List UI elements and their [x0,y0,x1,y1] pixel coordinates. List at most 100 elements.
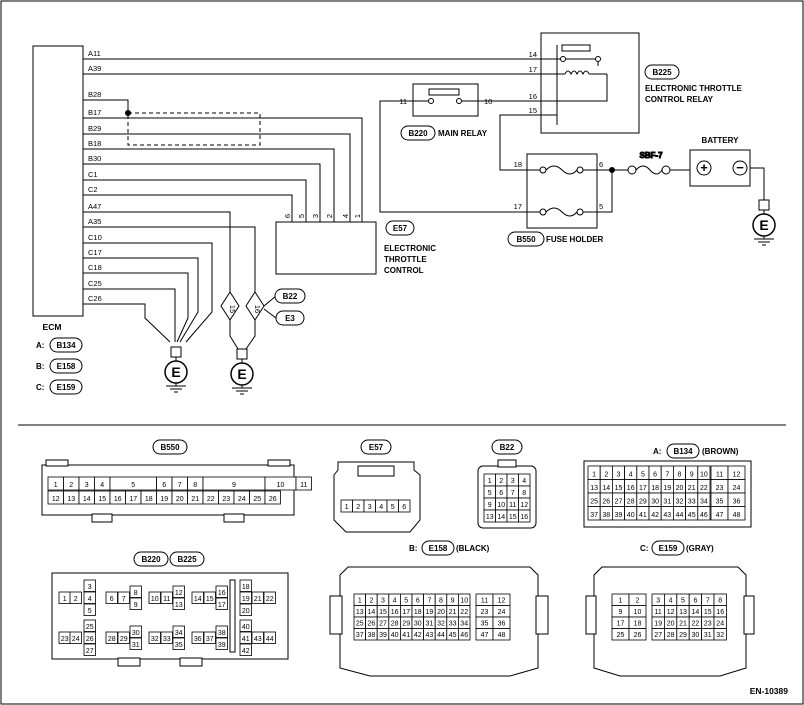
view-b225-code: B225 [177,555,197,564]
e57-pin-1: 1 [353,214,362,218]
view-relay-pin-14: 14 [194,596,202,603]
view-b22-pin-3: 3 [511,478,515,485]
view-e158-pin-33: 33 [449,621,457,628]
view-e158-code: E158 [429,544,448,553]
view-relay-pin-5: 5 [88,608,92,615]
view-e159-code-oval [651,540,685,556]
view-e158-pin-10: 10 [460,598,468,605]
view-e159-pin-10: 10 [634,609,642,616]
view-e158-pin-48: 48 [498,632,506,639]
view-relay-pin-12: 12 [175,590,183,597]
view-relay-pin-26: 26 [86,636,94,643]
view-relay-pin-43: 43 [254,636,262,643]
view-e159-pin-14: 14 [692,609,700,616]
view-relay-cell-8 [129,585,142,598]
view-b134-pin-5: 5 [641,472,645,479]
view-relay-divider [229,579,236,653]
fuse-sbf7: SBF-7 [627,151,671,175]
view-e158-pin-15: 15 [379,609,387,616]
view-b550-pin-21: 21 [191,496,199,503]
ecm-connector-B134: B134 [56,341,76,350]
view-b550-latch-r [267,459,291,467]
view-b134-pin-4: 4 [629,472,633,479]
view-relay-pin-18: 18 [242,584,250,591]
view-b134-pin-47: 47 [716,512,724,519]
view-b134-pin-33: 33 [688,499,696,506]
view-relay-pin-10: 10 [151,596,159,603]
view-b134-pin-26: 26 [602,499,610,506]
view-b550-pin-20: 20 [176,496,184,503]
view-e159-pin-13: 13 [679,609,687,616]
ecm-pin-A11: A11 [88,49,101,58]
view-relay-cell-10 [148,591,161,604]
view-relay-pin-31: 31 [132,642,140,649]
view-e158-pin-40: 40 [391,632,399,639]
view-relay-cell-43 [251,631,264,644]
view-e159-pin-20: 20 [667,621,675,628]
view-b22-pin-11: 11 [509,502,516,509]
view-e158-pin-4: 4 [393,598,397,605]
view-b134-pin-17: 17 [639,485,647,492]
view-b134-pin-35: 35 [716,499,724,506]
view-relay-cell-13 [172,597,185,610]
view-relay-pin-11: 11 [163,596,170,603]
view-b550-cell-11 [295,476,312,491]
view-relay-pin-17: 17 [218,602,226,609]
e57-label-1: ELECTRONIC [384,244,436,253]
view-relay-cell-7 [117,591,130,604]
ecm-pin-C17: C17 [88,248,102,257]
view-relay-cell-22 [263,591,276,604]
view-b134-pin-41: 41 [639,512,647,519]
view-relay-pin-40: 40 [242,624,250,631]
view-relay-pin-23: 23 [61,636,69,643]
view-e57-latch [357,465,395,477]
view-e158-pin-36: 36 [498,621,506,628]
view-e159-pin-1: 1 [619,598,623,605]
ecm-pin-B30: B30 [88,154,101,163]
view-e158-pin-45: 45 [449,632,457,639]
view-b550-pin-16: 16 [114,496,122,503]
view-relay-pin-7: 7 [122,596,126,603]
view-b134-code-oval [666,443,700,459]
view-b134-pin-38: 38 [602,512,610,519]
view-e158-pin-43: 43 [426,632,434,639]
view-relay-pin-3: 3 [88,584,92,591]
view-e158-latch-l [329,595,343,635]
view-b225-code-oval [169,551,205,567]
view-e158-prefix: B: [409,544,417,553]
view-b550-pin-22: 22 [207,496,215,503]
ground-ecm-2-label: E [237,366,246,382]
view-relay-pin-32: 32 [151,636,159,643]
view-b134-pin-27: 27 [615,499,623,506]
view-b134-pin-1: 1 [592,472,596,479]
ecm-pin-C18: C18 [88,263,102,272]
view-e158-pin-44: 44 [437,632,445,639]
ecm-pin-A35: A35 [88,217,101,226]
view-e158-pin-37: 37 [356,632,364,639]
b225-code: B225 [652,68,672,77]
view-b134-pin-14: 14 [602,485,610,492]
view-e158-code-oval [421,540,455,556]
view-relay-cell-39 [215,637,228,650]
view-e158-pin-3: 3 [381,598,385,605]
ecm-pin-C2: C2 [88,185,98,194]
view-b134-pin-46: 46 [700,512,708,519]
view-e159-pin-21: 21 [679,621,687,628]
view-e158-pin-28: 28 [391,621,399,628]
ecm-connector-E159-oval [49,379,83,395]
view-e158-pin-19: 19 [426,609,434,616]
view-relay-cell-24 [69,631,82,644]
view-b550-pin-7: 7 [178,482,182,489]
ecm-connector-prefix-2: C: [36,383,44,392]
view-relay-pin-41: 41 [242,636,250,643]
view-b134-pin-29: 29 [639,499,647,506]
view-relay-cell-6 [105,591,118,604]
ecm-block: ECM [32,45,84,332]
view-e158-pin-1: 1 [358,598,362,605]
view-b134-cell-48 [727,506,746,521]
view-relay-pin-20: 20 [242,608,250,615]
view-e159-pin-27: 27 [654,632,662,639]
ecm-pin-C26: C26 [88,294,102,303]
view-b550-cell-26 [264,490,281,505]
e57-pin-5: 5 [297,214,306,218]
